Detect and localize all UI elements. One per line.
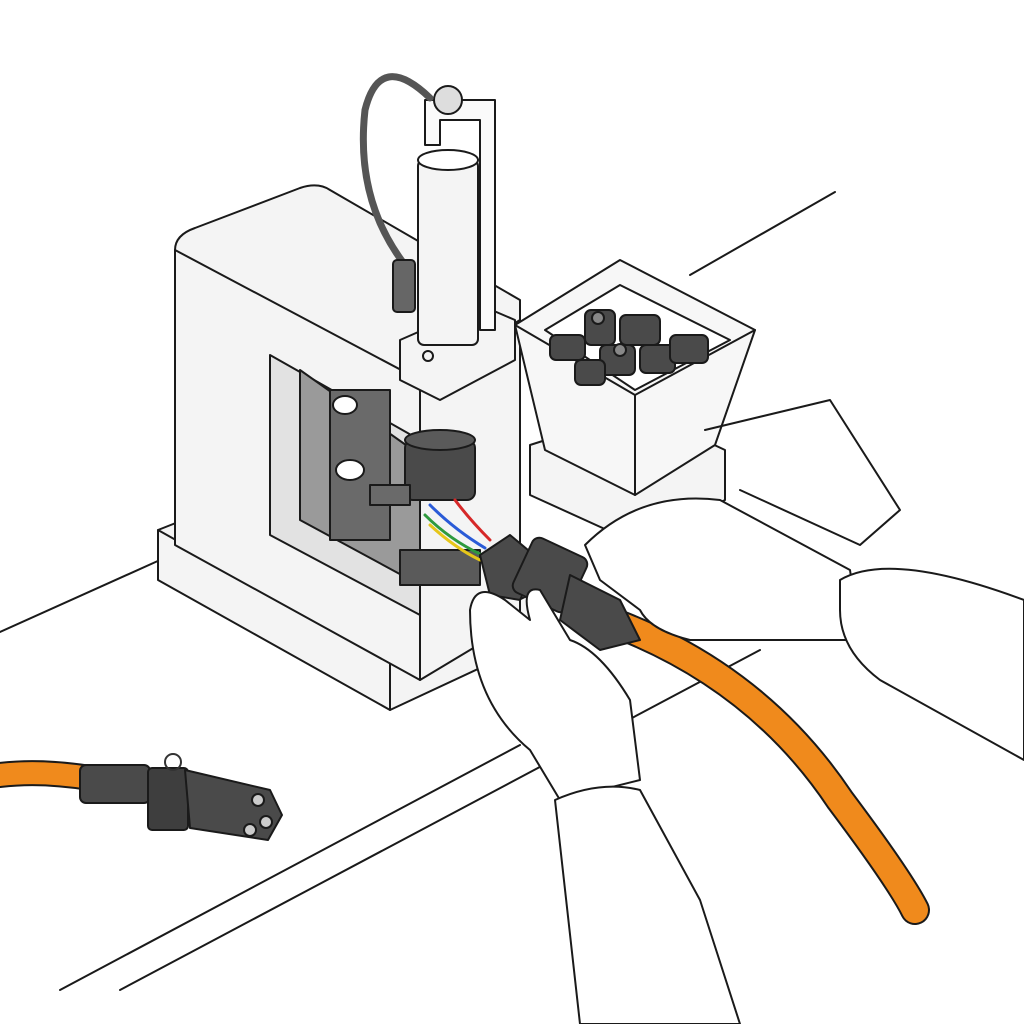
press-piston xyxy=(399,85,516,401)
rubber-grommets xyxy=(549,309,709,386)
spare-cable-assembly xyxy=(0,753,283,841)
pneumatic-hose xyxy=(359,73,434,269)
crimp-die xyxy=(329,389,481,586)
hose-fitting xyxy=(392,259,416,313)
colored-wires xyxy=(423,498,492,562)
left-hand xyxy=(469,588,741,1024)
workbench xyxy=(0,191,836,991)
